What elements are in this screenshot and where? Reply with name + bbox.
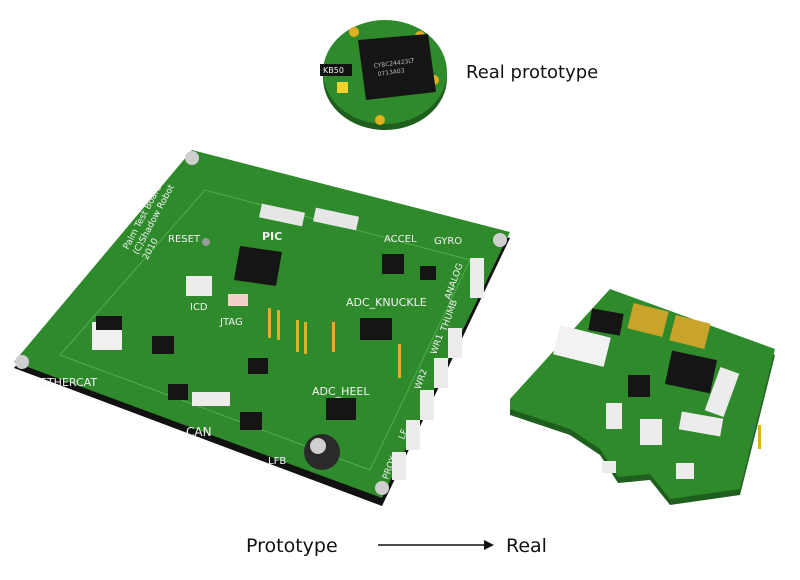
- yellow-component: [337, 82, 348, 93]
- gold-connector-2: [669, 315, 711, 349]
- white-connector: [553, 325, 611, 367]
- real-label: Real: [506, 535, 547, 557]
- can-label: CAN: [186, 425, 212, 439]
- prototype-label: Prototype: [246, 535, 338, 557]
- gold-connector-1: [627, 303, 669, 337]
- icd-label: ICD: [190, 302, 208, 313]
- ethercat-label: ETHERCAT: [40, 376, 97, 389]
- reset-label: RESET: [168, 234, 201, 245]
- jtag-label: JTAG: [219, 317, 243, 328]
- kb50-label: KB50: [323, 66, 344, 75]
- analog-connector: [470, 258, 484, 298]
- lfb-label: LFB: [268, 456, 286, 467]
- real-prototype-label: Real prototype: [466, 62, 599, 83]
- adc-knuckle-chip: [360, 318, 392, 340]
- pic-chip: [234, 246, 282, 286]
- main-chip: [664, 350, 718, 394]
- chip-marking-line-2: 0713A03: [377, 67, 405, 78]
- can-connector: [192, 392, 230, 406]
- arrow-icon: [378, 540, 494, 550]
- header-pins: [268, 308, 401, 378]
- connector-top-right: [313, 207, 359, 231]
- icd-connector: [186, 276, 212, 296]
- gyro-label: GYRO: [434, 236, 462, 247]
- palm-test-board: Palm Test Board (C)Shadow Robot 2010 RES…: [14, 150, 510, 506]
- adc-heel-label: ADC_HEEL: [312, 385, 370, 398]
- adc-heel-chip: [326, 398, 356, 420]
- connector-top-left: [259, 203, 305, 227]
- psoc-chip: CY8C24423LT 0713A03: [358, 34, 436, 100]
- accel-label: ACCEL: [384, 234, 417, 245]
- adc-knuckle-label: ADC_KNUCKLE: [346, 296, 427, 309]
- gyro-chip: [420, 266, 436, 280]
- real-compact-board: [510, 289, 775, 505]
- accel-chip: [382, 254, 404, 274]
- pic-label: PIC: [262, 230, 282, 243]
- round-sensor-board: CY8C24423LT 0713A03 KB50: [320, 20, 447, 130]
